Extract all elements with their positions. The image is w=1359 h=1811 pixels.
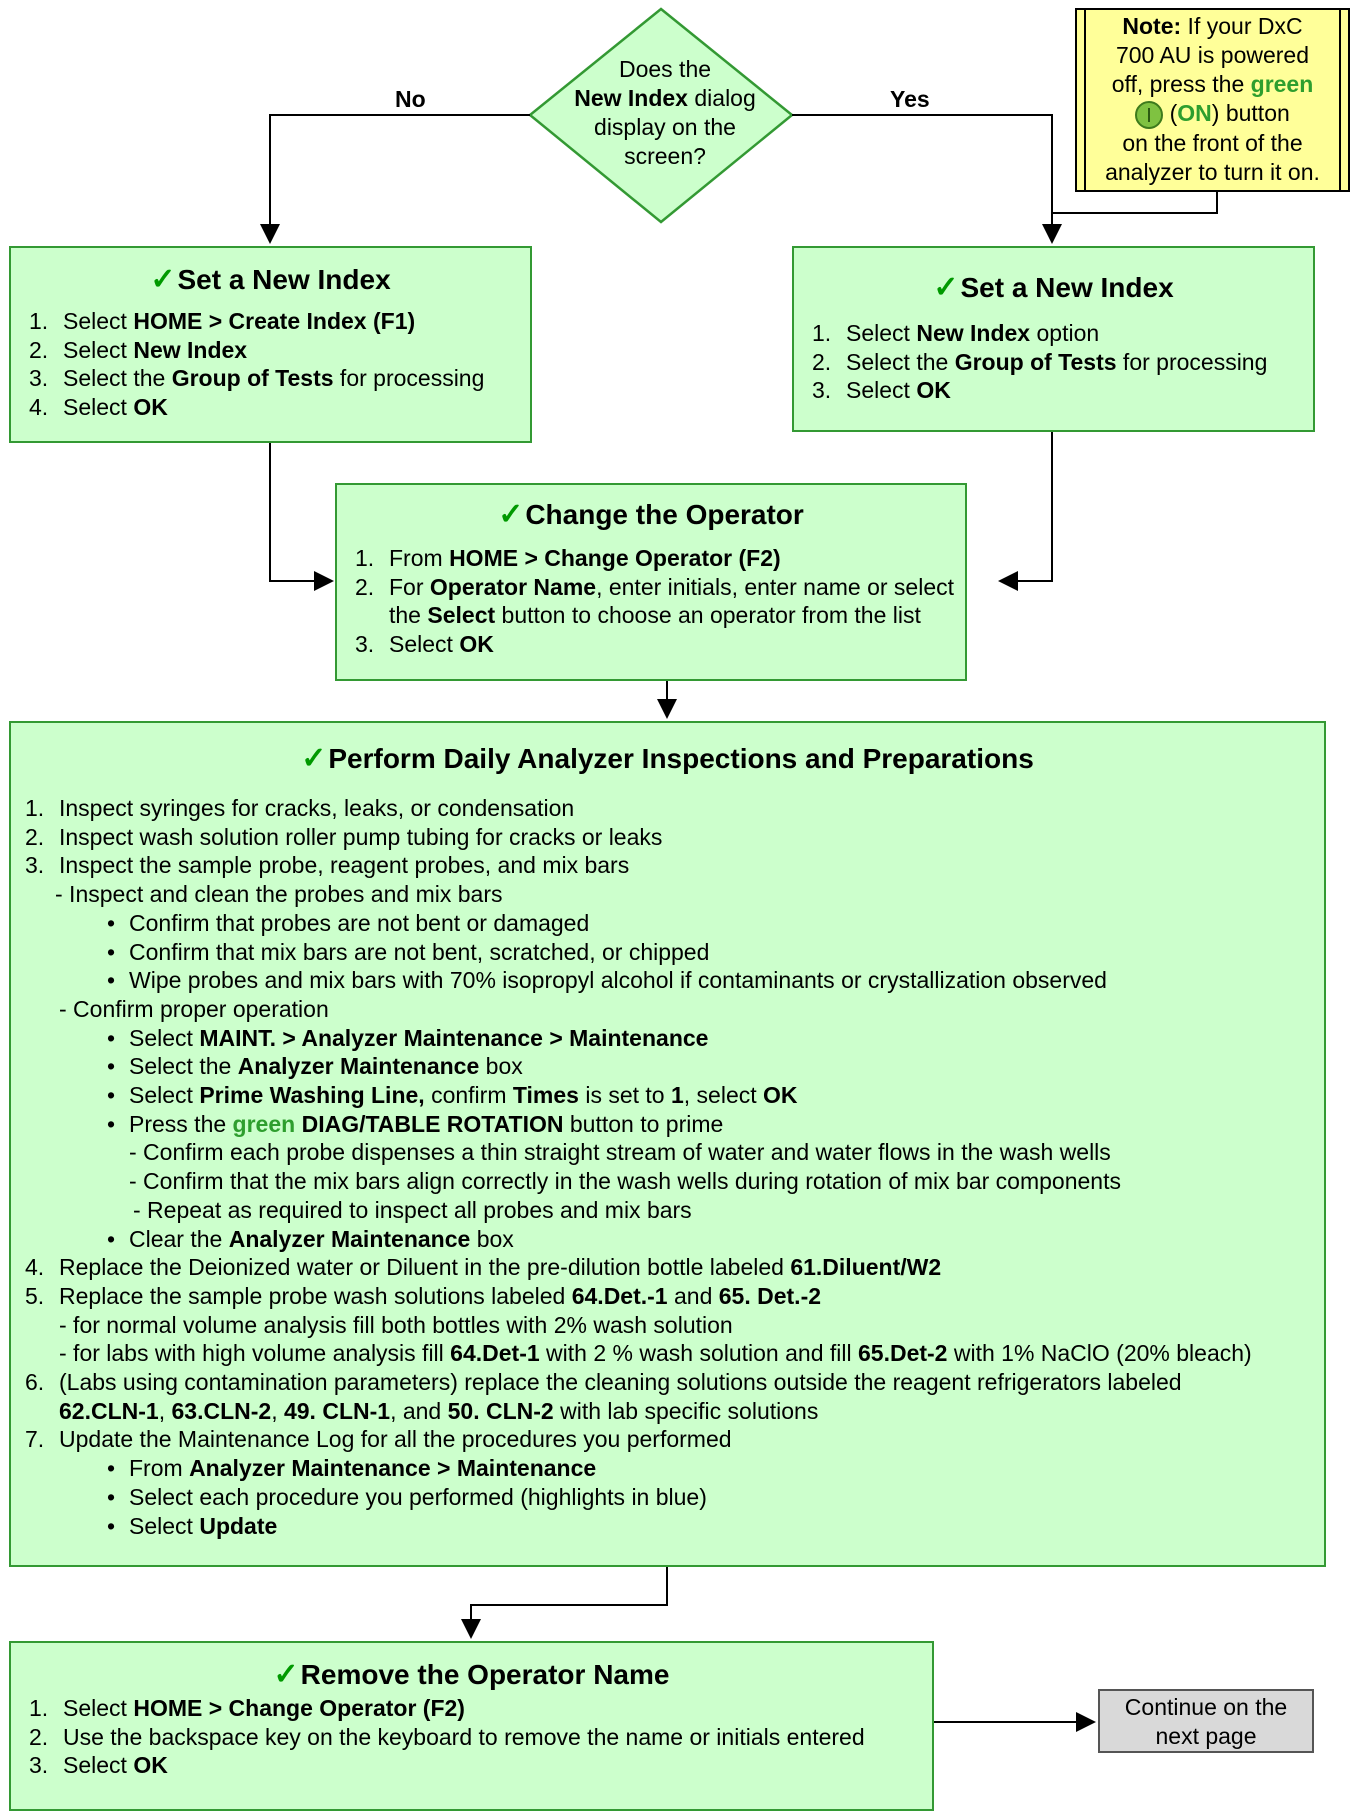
note-text: analyzer to turn it on. (1105, 158, 1320, 185)
bullet: •From Analyzer Maintenance > Maintenance (107, 1455, 597, 1482)
sub-step: - Inspect and clean the probes and mix b… (55, 881, 503, 908)
change-operator-title: ✓Change the Operator (498, 498, 804, 531)
bullet: •Clear the Analyzer Maintenance box (107, 1225, 514, 1252)
bullet: •Select each procedure you performed (hi… (107, 1483, 707, 1510)
set-index-box-yes: ✓Set a New Index 1.Select New Index opti… (792, 246, 1315, 432)
remove-operator-title: ✓Remove the Operator Name (273, 1658, 670, 1691)
note-text: off, press the (1111, 71, 1251, 97)
no-label: No (395, 86, 426, 112)
continue-line: next page (1155, 1723, 1257, 1749)
decision-question: Does the New Index dialog display on the… (540, 55, 790, 171)
right-index-to-operator (998, 432, 1053, 591)
note-text: button (1219, 100, 1290, 126)
step: 3.Select OK (29, 1752, 168, 1779)
bullet: •Confirm that mix bars are not bent, scr… (107, 938, 710, 965)
bullet: •Confirm that probes are not bent or dam… (107, 909, 590, 936)
decision-line: screen? (624, 143, 706, 169)
note-on-word: ON (1177, 100, 1212, 126)
note-arrow (1052, 192, 1218, 214)
decision-line: Does the (618, 56, 712, 82)
set-index-title: ✓Set a New Index (933, 271, 1174, 304)
sub-step: - Confirm each probe dispenses a thin st… (129, 1139, 1111, 1166)
bullet: •Select MAINT. > Analyzer Maintenance > … (107, 1024, 709, 1051)
checkmark-icon: ✓ (933, 271, 959, 304)
step: 4.Select OK (29, 394, 168, 421)
daily-inspection-box: ✓Perform Daily Analyzer Inspections and … (9, 721, 1326, 1567)
step: 3.Select OK (355, 631, 494, 658)
step: 6.(Labs using contamination parameters) … (25, 1369, 1182, 1424)
step: 2.Inspect wash solution roller pump tubi… (25, 823, 663, 850)
power-note: Note: If your DxC 700 AU is powered off,… (1075, 8, 1350, 192)
bullet: •Press the green DIAG/TABLE ROTATION but… (107, 1110, 724, 1137)
note-green-word: green (1250, 71, 1314, 97)
yes-arrow (792, 114, 1062, 244)
bullet: •Wipe probes and mix bars with 70% isopr… (107, 967, 1107, 994)
note-text: 700 AU is powered (1115, 42, 1310, 68)
remove-operator-box: ✓Remove the Operator Name 1.Select HOME … (9, 1641, 934, 1811)
decision-line-bold: New Index (574, 85, 688, 111)
checkmark-icon: ✓ (273, 1658, 299, 1691)
power-button-icon (1135, 100, 1164, 129)
continue-line: Continue on the (1124, 1694, 1288, 1720)
step: 1.From HOME > Change Operator (F2) (355, 545, 781, 571)
checkmark-icon: ✓ (150, 263, 176, 296)
set-index-box-no: ✓Set a New Index 1.Select HOME > Create … (9, 246, 532, 443)
step: 2.Select the Group of Tests for processi… (812, 348, 1268, 375)
note-label: Note: (1122, 13, 1182, 39)
step: 1.Select HOME > Change Operator (F2) (29, 1695, 465, 1721)
yes-label: Yes (890, 86, 930, 112)
step: 2.For Operator Name, enter initials, ent… (355, 573, 955, 629)
step: 5.Replace the sample probe wash solution… (25, 1282, 1324, 1368)
checkmark-icon: ✓ (301, 742, 327, 775)
sub-step: - Repeat as required to inspect all prob… (133, 1196, 692, 1223)
step: 7.Update the Maintenance Log for all the… (25, 1425, 1324, 1540)
decision-line: display on the (594, 114, 736, 140)
continue-next-page: Continue on the next page (1098, 1689, 1314, 1753)
left-index-to-operator (269, 443, 334, 591)
step: 1.Select New Index option (812, 320, 1100, 346)
sub-step: - for labs with high volume analysis fil… (59, 1340, 1252, 1367)
sub-step: - Confirm proper operation (59, 995, 329, 1022)
note-text: on the front of the (1122, 129, 1303, 156)
step: 3.Select OK (812, 377, 951, 404)
note-frame (1084, 10, 1341, 190)
decision-diamond (528, 7, 794, 224)
sub-step: - for normal volume analysis fill both b… (59, 1311, 733, 1338)
change-operator-box: ✓Change the Operator 1.From HOME > Chang… (335, 483, 967, 681)
checkmark-icon: ✓ (498, 498, 524, 531)
step: 2.Select New Index (29, 336, 248, 363)
no-arrow (260, 114, 530, 244)
bullet: •Select Prime Washing Line, confirm Time… (107, 1082, 798, 1109)
step: 4.Replace the Deionized water or Diluent… (25, 1254, 942, 1281)
note-text: If your DxC (1181, 13, 1303, 39)
daily-to-remove (461, 1567, 668, 1639)
step: 1.Select HOME > Create Index (F1) (29, 308, 416, 334)
step: 3.Inspect the sample probe, reagent prob… (25, 851, 1324, 1253)
step: 3.Select the Group of Tests for processi… (29, 365, 485, 392)
step: 2.Use the backspace key on the keyboard … (29, 1723, 865, 1750)
bullet: •Select Update (107, 1512, 278, 1539)
bullet: •Select the Analyzer Maintenance box (107, 1053, 523, 1080)
decision-line: dialog (687, 85, 756, 111)
sub-step: - Confirm that the mix bars align correc… (129, 1168, 1121, 1195)
daily-inspection-title: ✓Perform Daily Analyzer Inspections and … (301, 742, 1034, 775)
step: 1.Inspect syringes for cracks, leaks, or… (25, 795, 575, 821)
set-index-title: ✓Set a New Index (150, 263, 391, 296)
